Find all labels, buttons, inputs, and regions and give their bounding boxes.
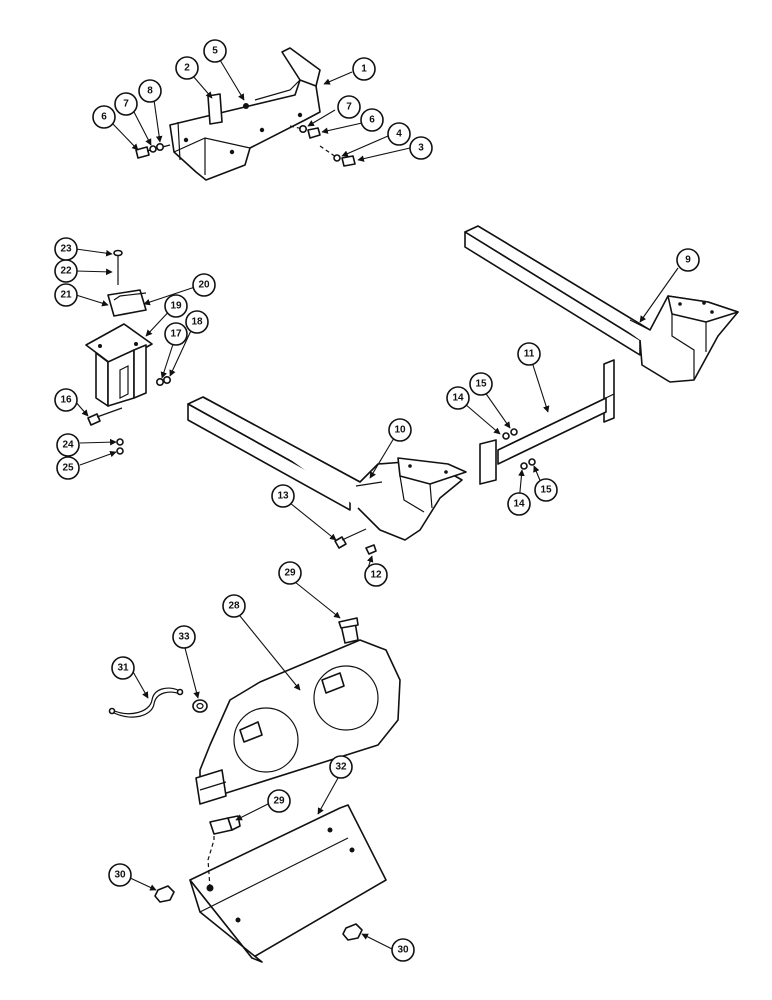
svg-text:21: 21: [60, 290, 72, 301]
callout-14[interactable]: 14: [446, 386, 470, 410]
svg-text:3: 3: [418, 143, 424, 154]
svg-text:29: 29: [273, 796, 285, 807]
callout-6[interactable]: 6: [360, 108, 384, 132]
callout-23[interactable]: 23: [54, 237, 78, 261]
callout-17[interactable]: 17: [164, 322, 188, 346]
callout-5[interactable]: 5: [203, 39, 227, 63]
svg-text:25: 25: [62, 463, 74, 474]
left-frame-rail: [187, 396, 467, 555]
drawbar-bracket-assembly: [135, 47, 356, 181]
svg-text:12: 12: [370, 570, 382, 581]
svg-text:10: 10: [394, 425, 406, 436]
callout-22[interactable]: 22: [54, 259, 78, 283]
svg-text:28: 28: [228, 601, 240, 612]
svg-text:30: 30: [114, 870, 126, 881]
svg-text:6: 6: [369, 115, 375, 126]
svg-text:22: 22: [60, 266, 72, 277]
callout-4[interactable]: 4: [387, 122, 411, 146]
svg-text:2: 2: [184, 63, 190, 74]
callout-15[interactable]: 15: [469, 372, 493, 396]
svg-text:33: 33: [178, 632, 190, 643]
callout-25[interactable]: 25: [56, 456, 80, 480]
callout-1[interactable]: 1: [352, 57, 376, 81]
callout-7[interactable]: 7: [337, 95, 361, 119]
svg-text:5: 5: [212, 46, 218, 57]
callout-15[interactable]: 15: [534, 478, 558, 502]
callout-19[interactable]: 19: [164, 294, 188, 318]
svg-text:20: 20: [198, 280, 210, 291]
svg-text:29: 29: [284, 568, 296, 579]
callout-13[interactable]: 13: [271, 484, 295, 508]
callout-14[interactable]: 14: [507, 492, 531, 516]
svg-text:7: 7: [346, 102, 352, 113]
callout-8[interactable]: 8: [138, 79, 162, 103]
svg-text:6: 6: [101, 112, 107, 123]
svg-text:19: 19: [170, 301, 182, 312]
svg-text:15: 15: [540, 485, 552, 496]
svg-text:14: 14: [513, 499, 525, 510]
svg-text:16: 16: [60, 395, 72, 406]
callout-21[interactable]: 21: [54, 283, 78, 307]
callout-10[interactable]: 10: [388, 418, 412, 442]
callout-3[interactable]: 3: [409, 136, 433, 160]
svg-text:18: 18: [191, 317, 203, 328]
callout-30[interactable]: 30: [391, 938, 415, 962]
svg-text:32: 32: [335, 762, 347, 773]
svg-text:11: 11: [524, 349, 535, 360]
svg-text:17: 17: [170, 329, 182, 340]
callout-24[interactable]: 24: [56, 433, 80, 457]
callout-29[interactable]: 29: [278, 561, 302, 585]
callout-16[interactable]: 16: [54, 388, 78, 412]
svg-text:24: 24: [62, 440, 74, 451]
svg-text:4: 4: [396, 129, 402, 140]
callout-12[interactable]: 12: [364, 563, 388, 587]
callout-18[interactable]: 18: [185, 310, 209, 334]
callouts: 1 2 3 4 5 6 7 8 6 7 9 10 11 12 13 14 15 …: [54, 39, 700, 962]
callout-2[interactable]: 2: [175, 56, 199, 80]
svg-text:13: 13: [277, 491, 289, 502]
right-frame-rail: [464, 225, 739, 383]
shield-plate: [195, 639, 401, 805]
svg-text:15: 15: [475, 379, 487, 390]
svg-text:23: 23: [60, 244, 72, 255]
callout-30[interactable]: 30: [108, 863, 132, 887]
small-hardware: [108, 617, 363, 941]
svg-text:14: 14: [452, 393, 464, 404]
callout-29[interactable]: 29: [267, 789, 291, 813]
cross-brace: [479, 359, 615, 485]
leader-lines: [73, 59, 679, 950]
svg-text:7: 7: [123, 99, 129, 110]
callout-31[interactable]: 31: [111, 656, 135, 680]
callout-32[interactable]: 32: [329, 755, 353, 779]
callout-7[interactable]: 7: [114, 92, 138, 116]
svg-text:30: 30: [397, 945, 409, 956]
callout-28[interactable]: 28: [222, 594, 246, 618]
svg-text:31: 31: [117, 663, 129, 674]
callout-11[interactable]: 11: [517, 342, 541, 366]
callout-9[interactable]: 9: [676, 248, 700, 272]
svg-text:1: 1: [361, 64, 367, 75]
mount-bracket-assembly: [85, 249, 172, 455]
callout-33[interactable]: 33: [172, 625, 196, 649]
svg-text:8: 8: [147, 86, 153, 97]
svg-text:9: 9: [685, 255, 691, 266]
bottom-plate: [189, 804, 387, 963]
callout-20[interactable]: 20: [192, 273, 216, 297]
callout-6[interactable]: 6: [92, 105, 116, 129]
